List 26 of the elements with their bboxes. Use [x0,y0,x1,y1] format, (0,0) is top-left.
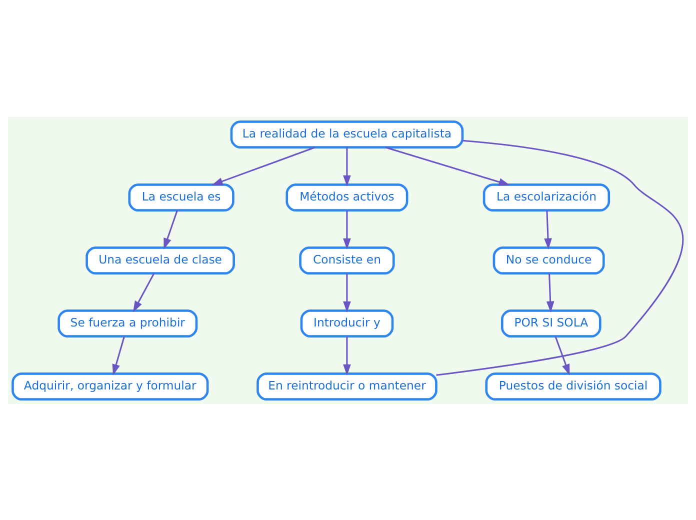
node-box: No se conduce [492,246,605,274]
arrow [546,272,554,312]
arrow [133,272,155,312]
arrow [343,336,351,376]
node-box: Consiste en [299,246,395,274]
node-box: Métodos activos [286,183,408,211]
node-box: La realidad de la escuela capitalista [230,120,464,148]
arrow [164,210,178,249]
node-box: Una escuela de clase [86,246,235,274]
arrow [343,210,351,250]
node-box: La escuela es [128,183,234,211]
arrow [554,336,570,375]
arrow [112,336,125,375]
arrow [385,146,510,186]
node-box: Puestos de división social [485,372,662,400]
arrow [212,146,316,185]
node-box: La escolarización [482,183,610,211]
node-box: Adquirir, organizar y formular [12,372,209,400]
arrow [343,146,351,186]
node-box: En reintroducir o mantener [256,372,438,400]
node-box: Se fuerza a prohibir [58,309,198,337]
arrow [544,210,552,250]
connector [436,139,684,376]
node-box: Introducir y [300,309,394,337]
arrow [343,272,351,312]
node-box: POR SI SOLA [500,309,602,337]
